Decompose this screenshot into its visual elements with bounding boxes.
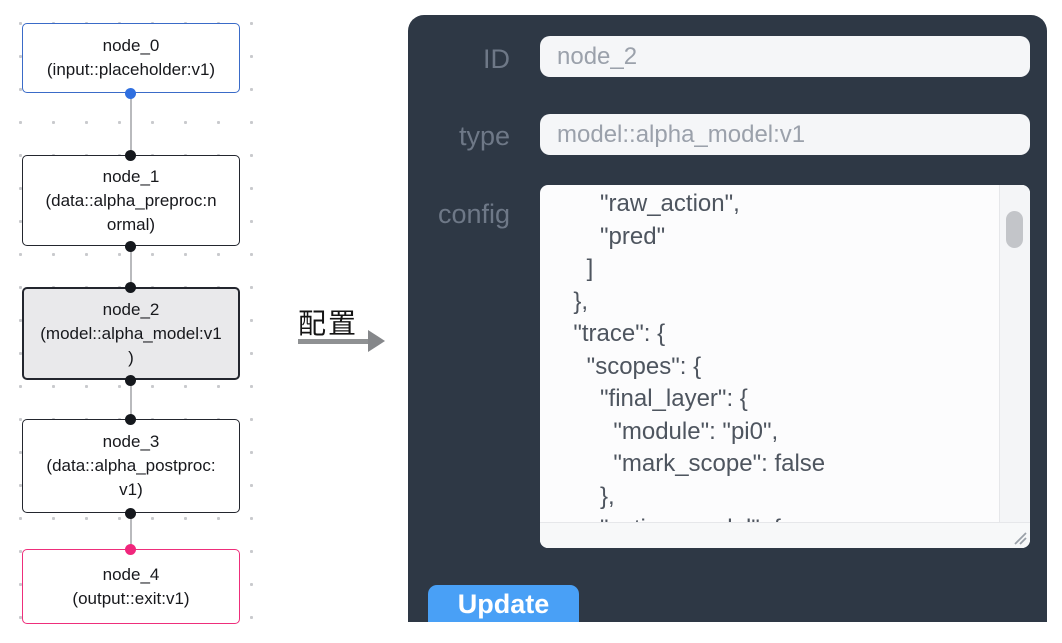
- vertical-scrollbar-thumb[interactable]: [1006, 211, 1023, 248]
- node-type-label: (data::alpha_postproc: v1): [46, 456, 216, 499]
- input-port-node_1[interactable]: [125, 150, 136, 161]
- id-field-label: ID: [483, 44, 510, 74]
- type-field-label: type: [458, 121, 510, 151]
- resize-handle-icon[interactable]: [1010, 528, 1027, 545]
- config-json-text[interactable]: "raw_action", "pred" ] }, "trace": { "sc…: [573, 190, 826, 522]
- configure-label: 配置: [298, 308, 359, 339]
- horizontal-scrollbar-track[interactable]: [540, 522, 1030, 548]
- flow-node-node_2-selected[interactable]: node_2 (model::alpha_model:v1 ): [22, 287, 240, 380]
- node-type-label: (data::alpha_preproc:n ormal): [45, 190, 217, 234]
- input-port-node_4[interactable]: [125, 544, 136, 555]
- edge-node0-node1: [130, 93, 132, 155]
- type-input[interactable]: [540, 114, 1030, 155]
- arrow-icon: [298, 339, 372, 344]
- output-port-node_3[interactable]: [125, 508, 136, 519]
- flow-node-node_1[interactable]: node_1 (data::alpha_preproc:n ormal): [22, 155, 240, 246]
- config-editor[interactable]: "raw_action", "pred" ] }, "trace": { "sc…: [540, 185, 1030, 548]
- flow-node-node_3[interactable]: node_3 (data::alpha_postproc: v1): [22, 419, 240, 513]
- node-config-panel: ID type config "raw_action", "pred" ] },…: [408, 15, 1047, 622]
- edge-node3-node4: [130, 513, 132, 549]
- node-title: node_3: [102, 432, 160, 451]
- output-port-node_2[interactable]: [125, 375, 136, 386]
- node-title: node_2: [102, 299, 160, 319]
- flow-node-node_0[interactable]: node_0 (input::placeholder:v1): [22, 23, 240, 93]
- node-title: node_0: [102, 36, 160, 55]
- node-title: node_1: [102, 166, 160, 186]
- input-port-node_2[interactable]: [125, 282, 136, 293]
- node-type-label: (output::exit:v1): [72, 588, 190, 608]
- config-field-label: config: [437, 199, 510, 229]
- node-type-label: (input::placeholder:v1): [46, 60, 216, 79]
- arrow-head-icon: [368, 330, 385, 352]
- id-input[interactable]: [540, 36, 1030, 77]
- edge-node2-node3: [130, 380, 132, 419]
- edge-node1-node2: [130, 246, 132, 287]
- output-port-node_0[interactable]: [125, 88, 136, 99]
- node-type-label: (model::alpha_model:v1 ): [40, 323, 222, 367]
- output-port-node_1[interactable]: [125, 241, 136, 252]
- input-port-node_3[interactable]: [125, 414, 136, 425]
- flow-node-node_4[interactable]: node_4 (output::exit:v1): [22, 549, 240, 624]
- node-title: node_4: [102, 564, 160, 584]
- update-button[interactable]: Update: [428, 585, 579, 622]
